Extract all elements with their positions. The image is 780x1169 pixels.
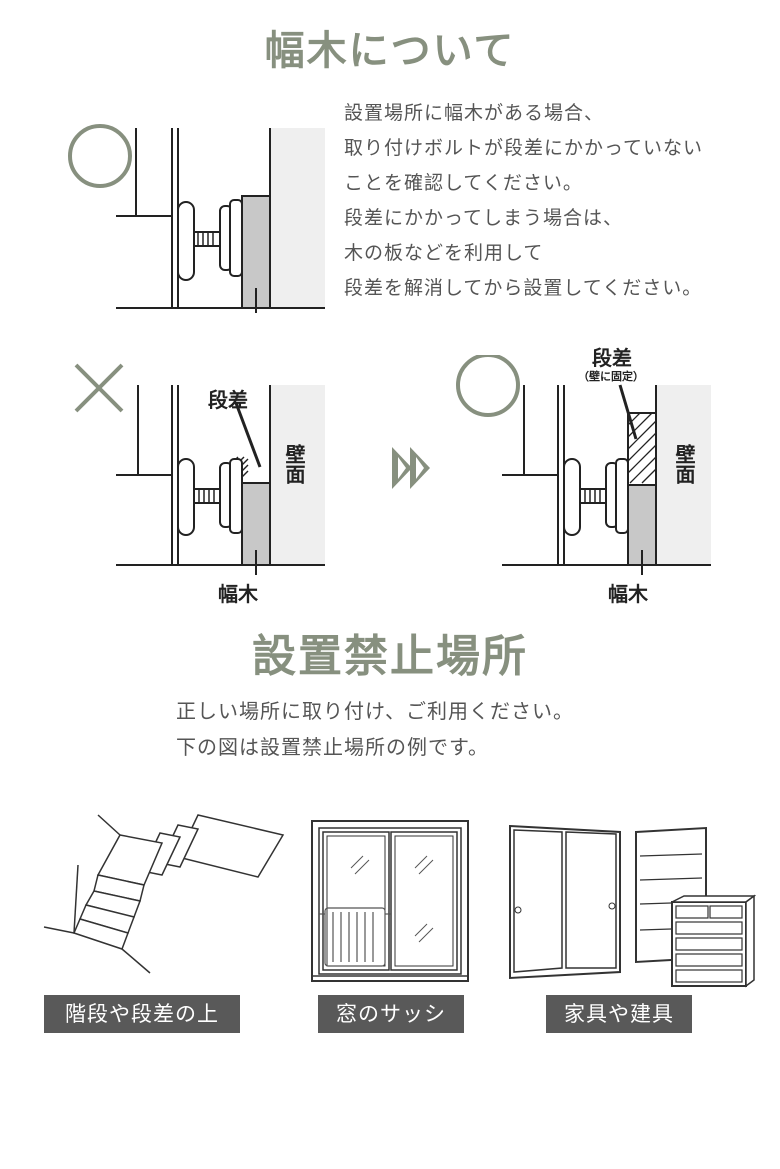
instruction-line: 段差にかかってしまう場合は、 xyxy=(344,207,624,229)
window-sash-icon xyxy=(311,820,469,982)
instruction-line: 木の板などを利用して xyxy=(344,242,544,264)
stairs-icon xyxy=(43,814,285,974)
ok-circle-icon xyxy=(456,355,520,417)
step-label: 段差 xyxy=(208,388,248,412)
instruction-line: ことを確認してください。 xyxy=(344,172,583,194)
prohibited-description: 正しい場所に取り付け、ご利用ください。 下の図は設置禁止場所の例です。 xyxy=(176,693,574,765)
step-note: （壁に固定） xyxy=(578,370,644,383)
instruction-line: 取り付けボルトが段差にかかっていない xyxy=(344,137,704,159)
prohibited-section-title: 設置禁止場所 xyxy=(252,631,528,682)
baseboard-section-title: 幅木について xyxy=(264,28,516,74)
baseboard-label: 幅木 xyxy=(608,582,648,606)
furniture-icon xyxy=(509,824,756,988)
description-line: 下の図は設置禁止場所の例です。 xyxy=(176,735,489,759)
description-line: 正しい場所に取り付け、ご利用ください。 xyxy=(176,699,574,723)
ng-cross-icon xyxy=(74,363,124,413)
double-chevron-right-icon xyxy=(392,447,430,489)
step-label: 段差 xyxy=(592,346,632,370)
baseboard-ok-diagram xyxy=(68,124,325,313)
wall-label: 壁面 xyxy=(282,444,306,484)
ok-circle-icon xyxy=(68,124,132,188)
instruction-line: 設置場所に幅木がある場合、 xyxy=(344,102,605,124)
example-label-furniture: 家具や建具 xyxy=(546,995,692,1033)
baseboard-fixed-diagram xyxy=(456,355,711,575)
instruction-line: 段差を解消してから設置してください。 xyxy=(344,277,703,299)
baseboard-label: 幅木 xyxy=(218,582,258,606)
wall-label: 壁面 xyxy=(672,444,696,484)
example-label-stairs: 階段や段差の上 xyxy=(44,995,240,1033)
example-label-window: 窓のサッシ xyxy=(318,995,464,1033)
baseboard-instructions: 設置場所に幅木がある場合、 取り付けボルトが段差にかかっていない ことを確認して… xyxy=(344,96,703,306)
baseboard-ng-diagram xyxy=(74,363,325,575)
